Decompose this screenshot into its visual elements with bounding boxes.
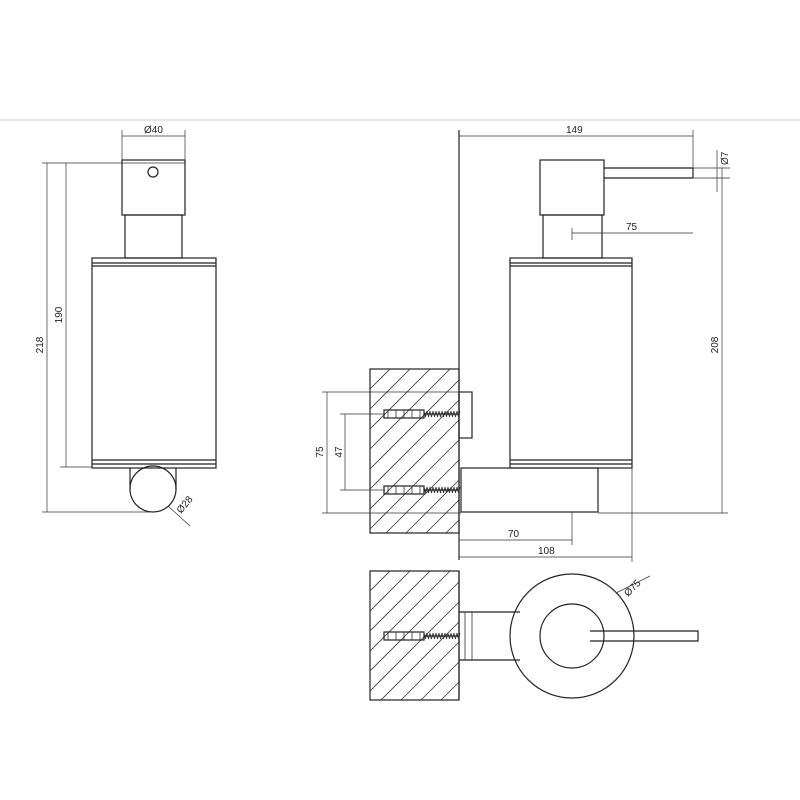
mounting-plate: [458, 391, 473, 439]
dim-height-to-spout: 208: [710, 336, 721, 353]
top-view: Ø75: [369, 570, 699, 701]
pump-cap: [539, 159, 605, 216]
container-body: [91, 257, 217, 469]
pump-cap: [121, 159, 186, 216]
hatch-line: [369, 368, 411, 410]
body-inner-circle: [539, 603, 605, 669]
hatch-line: [369, 379, 460, 470]
dim-overall-height: 218: [35, 336, 46, 353]
hatch-line: [385, 459, 460, 534]
wall-screw: [383, 485, 461, 495]
container-body: [509, 257, 633, 469]
hatch-line: [425, 499, 460, 534]
hatch-line: [369, 601, 460, 692]
hatch-line: [400, 641, 460, 701]
dim-spout-length: 75: [626, 222, 638, 233]
wall-screw: [383, 631, 461, 641]
hatch-line: [369, 368, 391, 390]
hatch-line: [369, 419, 460, 510]
pump-neck: [124, 214, 183, 259]
dim-total-depth: 149: [566, 125, 583, 136]
hatch-line: [369, 570, 411, 612]
screw-thread: [423, 632, 461, 640]
hatch-line: [380, 621, 460, 701]
base-ball: [129, 465, 177, 513]
hatch-line: [440, 681, 460, 701]
cap-hole: [147, 166, 159, 178]
spout-lever: [590, 630, 699, 642]
dim-bracket-height: 75: [315, 446, 326, 458]
hatch-line: [369, 439, 460, 530]
pump-neck: [542, 214, 603, 259]
hatch-line: [445, 519, 460, 534]
hatch-line: [369, 570, 391, 592]
screw-thread: [423, 486, 461, 494]
wall-bracket: [460, 467, 599, 513]
dim-base-diameter: Ø28: [175, 494, 196, 516]
wall-hatching: [369, 570, 460, 701]
screw-thread: [423, 410, 461, 418]
wall-hatching: [369, 368, 460, 534]
hatch-line: [369, 570, 431, 632]
hatch-line: [369, 581, 460, 672]
dim-axis-offset: 70: [508, 529, 520, 540]
side-view: 149 Ø7 75 208 75 47 70 108: [315, 125, 731, 562]
dim-body-depth: 108: [538, 546, 555, 557]
hatch-line: [369, 368, 451, 450]
hatch-line: [369, 570, 451, 652]
body-outer-circle: [509, 573, 635, 699]
hatch-line: [420, 661, 460, 701]
dim-screw-spacing: 47: [334, 446, 345, 458]
hatch-line: [369, 368, 431, 430]
front-view: Ø40 218 190 Ø28: [35, 125, 217, 527]
dim-spout-diameter: Ø7: [720, 151, 731, 165]
dim-body-height: 190: [54, 306, 65, 323]
dim-cap-diameter: Ø40: [144, 125, 163, 136]
